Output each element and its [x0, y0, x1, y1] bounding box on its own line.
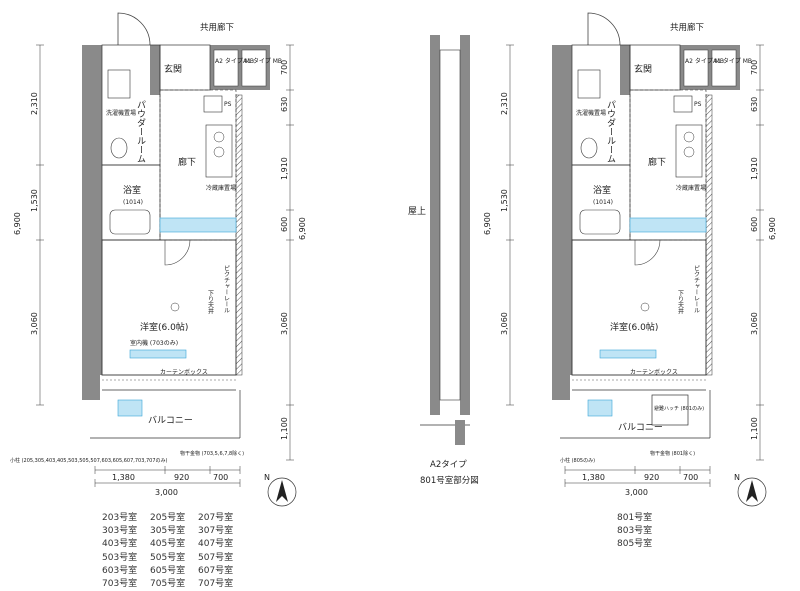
dim-right-5: 3,060 [280, 312, 289, 335]
type-a2-mb-label: A2 タイプ MB [215, 57, 254, 65]
unit-list-right: 801号室 803号室 805号室 [617, 512, 652, 552]
bath-size-label: (1014) [123, 199, 143, 206]
dim-bottom-2: 920 [174, 473, 189, 482]
dim-bottom-1-right: 1,380 [582, 473, 605, 482]
curtain-box-label-right: カーテンボックス [630, 368, 678, 376]
dim-left-2: 1,530 [30, 189, 39, 212]
dim-left-2-right: 1,530 [500, 189, 509, 212]
bath-size-label-right: (1014) [593, 199, 613, 206]
down-ceiling-label: 下り天井 [207, 290, 214, 315]
dim-right-4: 600 [280, 217, 289, 232]
dim-right-1: 700 [280, 60, 289, 75]
list-item: 805号室 [617, 539, 653, 550]
corridor-label: 共用廊下 [200, 22, 235, 33]
dim-right-2: 630 [280, 97, 289, 112]
small-column-note: 小柱 (205,305,403,405,503,505,507,603,605,… [10, 457, 168, 464]
type-a2-mb-label-right: A2 タイプ MB [685, 57, 724, 65]
a2-type-caption: A2タイプ [430, 460, 467, 470]
north-letter: N [264, 473, 270, 482]
washer-label: 洗濯機置場 [106, 109, 136, 117]
corridor-label-right: 共用廊下 [670, 22, 705, 33]
ps-label: PS [224, 101, 232, 108]
801-partial-caption: 801号室部分図 [420, 475, 479, 486]
plan-right: 共用廊下 玄関 A2 タイプ MB A1 タイプ MB PS パウダールーム 洗… [483, 12, 777, 507]
ps-label-right: PS [694, 101, 702, 108]
powder-room-label: パウダールーム [135, 100, 146, 163]
dim-left-total: 6,900 [13, 212, 22, 235]
dim-right-3-right: 1,910 [750, 157, 759, 180]
rooftop-label: 屋上 [408, 206, 426, 217]
down-ceiling-label-right: 下り天井 [677, 290, 684, 315]
picture-rail-label-right: ピクチャーレール [693, 265, 700, 313]
western-room-label: 洋室(6.0帖) [140, 321, 188, 333]
north-letter-right: N [734, 473, 740, 482]
dim-right-total: 6,900 [298, 217, 307, 240]
clothes-rail-note-right: 物干金物 (801除く) [650, 450, 695, 457]
dim-bottom-total-right: 3,000 [625, 488, 648, 497]
bathroom-label: 浴室 [123, 184, 141, 196]
washer-label-right: 洗濯機置場 [576, 109, 606, 117]
bathroom-label-right: 浴室 [593, 184, 611, 196]
type-a1-mb-label-right: A1 タイプ MB [713, 57, 752, 65]
hallway-label: 廊下 [178, 156, 196, 168]
list-item: 801号室 [617, 513, 653, 523]
dim-right-balcony-right: 1,100 [750, 417, 759, 440]
dim-right-4-right: 600 [750, 217, 759, 232]
dim-left-1-right: 2,310 [500, 92, 509, 115]
fridge-label-right: 冷蔵庫置場 [676, 184, 706, 192]
list-item: 803号室 [617, 526, 653, 537]
escape-hatch-label: 避難ハッチ (801のみ) [654, 405, 704, 412]
entrance-label-right: 玄関 [634, 63, 652, 75]
picture-rail-label: ピクチャーレール [223, 265, 230, 313]
dim-bottom-1: 1,380 [112, 473, 135, 482]
plan-mid: 屋上 A2タイプ 801号室部分図 [408, 35, 479, 486]
plan-left: 共用廊下 玄関 A2 タイプ MB A1 タイプ MB PS パウダールーム 洗… [10, 12, 307, 507]
north-compass-icon-right: N [734, 473, 767, 507]
clothes-rail-note: 物干金物 (703,5,6,7,8除く) [180, 450, 244, 457]
curtain-box-label: カーテンボックス [160, 368, 208, 376]
dim-right-3: 1,910 [280, 157, 289, 180]
ac-note: 室内機 (703のみ) [130, 339, 178, 347]
dim-left-3: 3,060 [30, 312, 39, 335]
dim-bottom-2-right: 920 [644, 473, 659, 482]
fridge-label: 冷蔵庫置場 [206, 184, 236, 192]
north-compass-icon: N [264, 473, 297, 507]
small-column-note-right: 小柱 (805のみ) [560, 457, 595, 464]
dim-right-2-right: 630 [750, 97, 759, 112]
dim-right-5-right: 3,060 [750, 312, 759, 335]
dim-left-1: 2,310 [30, 92, 39, 115]
dim-left-3-right: 3,060 [500, 312, 509, 335]
dim-right-total-right: 6,900 [768, 217, 777, 240]
hallway-label-right: 廊下 [648, 156, 666, 168]
balcony-label: バルコニー [148, 415, 193, 426]
western-room-label-right: 洋室(6.0帖) [610, 321, 658, 333]
dim-bottom-3: 700 [213, 473, 228, 482]
type-a1-mb-label: A1 タイプ MB [243, 57, 282, 65]
dim-right-balcony: 1,100 [280, 417, 289, 440]
dim-left-total-right: 6,900 [483, 212, 492, 235]
dim-right-1-right: 700 [750, 60, 759, 75]
dim-bottom-total: 3,000 [155, 488, 178, 497]
powder-room-label-right: パウダールーム [605, 100, 616, 163]
balcony-label-right: バルコニー [618, 422, 663, 433]
entrance-label: 玄関 [164, 63, 182, 75]
dim-bottom-3-right: 700 [683, 473, 698, 482]
